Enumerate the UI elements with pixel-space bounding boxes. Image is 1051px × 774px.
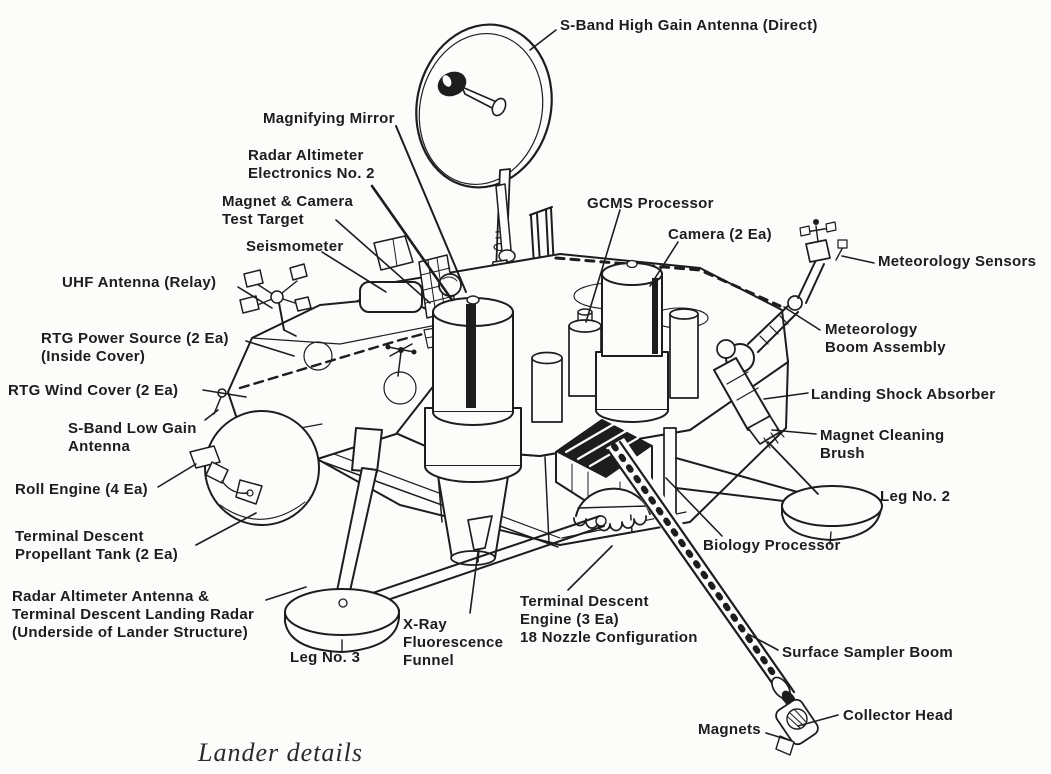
label-meteorology-boom-assembly: Meteorology Boom Assembly bbox=[825, 321, 946, 356]
label-leg-no-3: Leg No. 3 bbox=[290, 649, 361, 666]
leader-lines bbox=[157, 29, 875, 742]
label-collector-head: Collector Head bbox=[843, 707, 954, 724]
x-ray-funnel bbox=[467, 515, 493, 563]
label-rtg-power-source: RTG Power Source (2 Ea) (Inside Cover) bbox=[41, 330, 229, 365]
label-gcms-processor: GCMS Processor bbox=[587, 195, 714, 212]
label-magnet-cleaning-brush: Magnet Cleaning Brush bbox=[820, 427, 945, 462]
camera-right bbox=[595, 259, 669, 423]
label-radar-altimeter-electronics: Radar Altimeter Electronics No. 2 bbox=[248, 147, 375, 182]
label-roll-engine: Roll Engine (4 Ea) bbox=[15, 481, 148, 498]
label-x-ray-fluorescence-funnel: X-Ray Fluorescence Funnel bbox=[403, 616, 504, 669]
label-terminal-descent-propellant-tank: Terminal Descent Propellant Tank (2 Ea) bbox=[15, 528, 179, 563]
surface-sampler-boom bbox=[606, 438, 798, 708]
label-rtg-wind-cover: RTG Wind Cover (2 Ea) bbox=[8, 382, 179, 399]
label-camera: Camera (2 Ea) bbox=[668, 226, 772, 243]
label-uhf-antenna-relay: UHF Antenna (Relay) bbox=[62, 274, 217, 291]
propellant-tank bbox=[204, 410, 320, 526]
label-landing-shock-absorber: Landing Shock Absorber bbox=[811, 386, 996, 403]
high-gain-dish bbox=[415, 23, 553, 189]
leg-3 bbox=[284, 427, 607, 653]
label-terminal-descent-engine: Terminal Descent Engine (3 Ea) 18 Nozzle… bbox=[520, 593, 698, 646]
camera-tower-center bbox=[424, 295, 522, 566]
label-magnets: Magnets bbox=[698, 721, 761, 738]
label-surface-sampler-boom: Surface Sampler Boom bbox=[782, 644, 954, 661]
label-s-band-high-gain-antenna: S-Band High Gain Antenna (Direct) bbox=[560, 17, 818, 34]
terminal-descent-engine bbox=[573, 487, 651, 532]
meteorology-boom bbox=[747, 219, 848, 353]
label-biology-processor: Biology Processor bbox=[703, 537, 841, 554]
landing-shock-absorber bbox=[713, 339, 819, 495]
leg-2 bbox=[663, 427, 883, 545]
label-magnifying-mirror: Magnifying Mirror bbox=[263, 110, 395, 127]
figure-caption: Lander details bbox=[198, 738, 363, 767]
uhf-antenna bbox=[239, 263, 312, 337]
label-s-band-low-gain-antenna: S-Band Low Gain Antenna bbox=[68, 420, 197, 455]
label-radar-altimeter-antenna: Radar Altimeter Antenna & Terminal Desce… bbox=[12, 588, 255, 641]
label-meteorology-sensors: Meteorology Sensors bbox=[878, 253, 1037, 270]
label-seismometer: Seismometer bbox=[246, 238, 344, 255]
roll-engine-fittings bbox=[189, 445, 263, 505]
collector-head bbox=[775, 698, 819, 756]
small-tanks bbox=[531, 308, 699, 423]
label-leg-no-2: Leg No. 2 bbox=[880, 488, 951, 505]
label-magnet-camera-test-target: Magnet & Camera Test Target bbox=[222, 193, 354, 228]
